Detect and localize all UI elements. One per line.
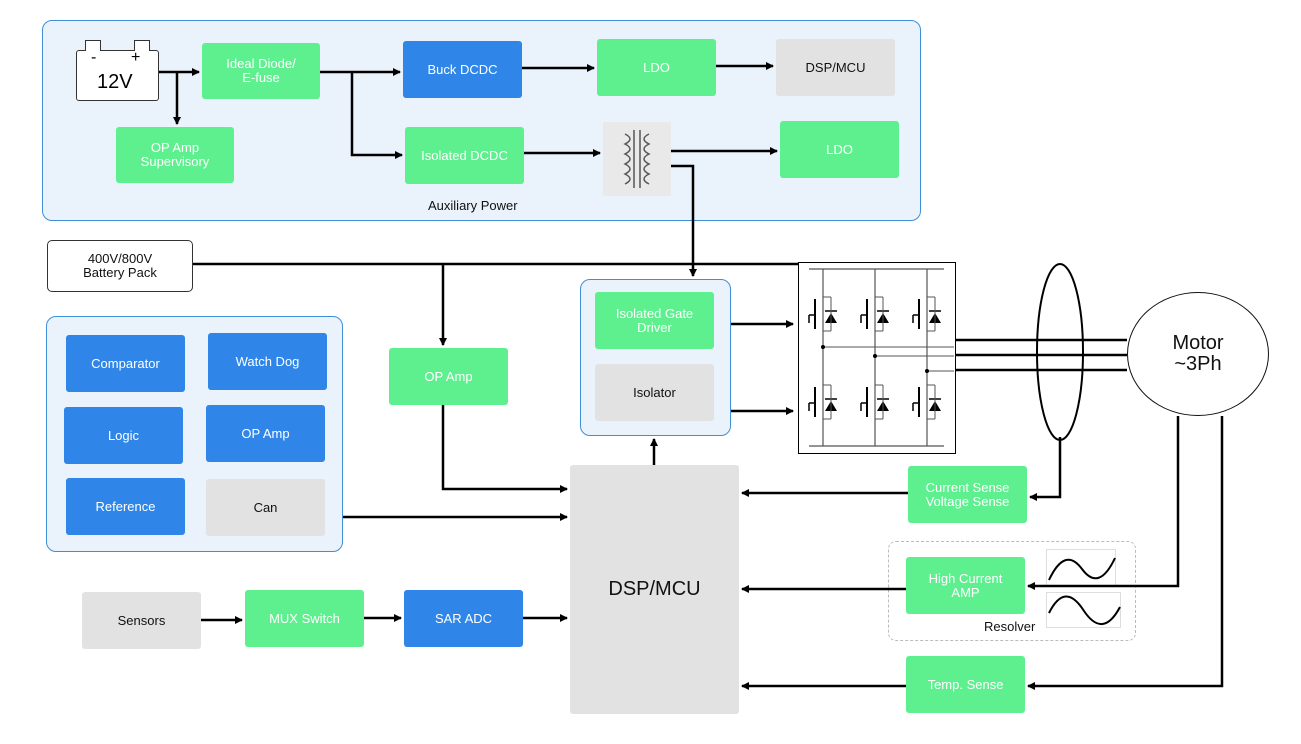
reference-block[interactable]: Reference xyxy=(66,478,185,535)
phase-node xyxy=(821,345,825,349)
inverter-bridge-icon xyxy=(798,262,956,454)
sar-adc-block[interactable]: SAR ADC xyxy=(404,590,523,647)
sensors-block[interactable]: Sensors xyxy=(82,592,201,649)
can-block[interactable]: Can xyxy=(206,479,325,536)
op-amp-panel-block[interactable]: OP Amp xyxy=(206,405,325,462)
ideal-diode-efuse-block[interactable]: Ideal Diode/ E-fuse xyxy=(202,43,320,99)
auxiliary-power-label: Auxiliary Power xyxy=(428,198,518,213)
battery-minus-sign: - xyxy=(91,49,97,66)
battery-plus-sign: + xyxy=(131,49,141,66)
phase-node xyxy=(873,354,877,358)
temp-sense-block[interactable]: Temp. Sense xyxy=(906,656,1025,713)
transformer-icon xyxy=(603,122,671,196)
cosine-wave-icon xyxy=(1046,592,1121,628)
watch-dog-block[interactable]: Watch Dog xyxy=(208,333,327,390)
motor-3ph-block[interactable]: Motor ~3Ph xyxy=(1127,292,1269,416)
high-current-amp-block[interactable]: High Current AMP xyxy=(906,557,1025,614)
battery-pack-block[interactable]: 400V/800V Battery Pack xyxy=(47,240,193,292)
mux-switch-block[interactable]: MUX Switch xyxy=(245,590,364,647)
resolver-panel xyxy=(888,541,1136,641)
buck-dcdc-block[interactable]: Buck DCDC xyxy=(403,41,522,98)
ldo-top-block[interactable]: LDO xyxy=(597,39,716,96)
phase-node xyxy=(925,369,929,373)
isolated-dcdc-block[interactable]: Isolated DCDC xyxy=(405,127,524,184)
battery-voltage-label: 12V xyxy=(97,71,133,93)
battery-terminal-plus xyxy=(134,40,150,51)
battery-terminal-minus xyxy=(85,40,101,51)
isolator-block[interactable]: Isolator xyxy=(595,364,714,421)
current-sense-ring xyxy=(1036,263,1084,441)
current-voltage-sense-block[interactable]: Current Sense Voltage Sense xyxy=(908,466,1027,523)
isolated-gate-driver-block[interactable]: Isolated Gate Driver xyxy=(595,292,714,349)
op-amp-main-block[interactable]: OP Amp xyxy=(389,348,508,405)
op-amp-supervisory-block[interactable]: OP Amp Supervisory xyxy=(116,127,234,183)
logic-block[interactable]: Logic xyxy=(64,407,183,464)
resolver-label: Resolver xyxy=(984,619,1036,634)
comparator-block[interactable]: Comparator xyxy=(66,335,185,392)
dsp-mcu-top-block[interactable]: DSP/MCU xyxy=(776,39,895,96)
ldo-mid-block[interactable]: LDO xyxy=(780,121,899,178)
dsp-mcu-main-block[interactable]: DSP/MCU xyxy=(570,465,739,714)
battery-12v-icon: - + 12V xyxy=(76,40,159,101)
